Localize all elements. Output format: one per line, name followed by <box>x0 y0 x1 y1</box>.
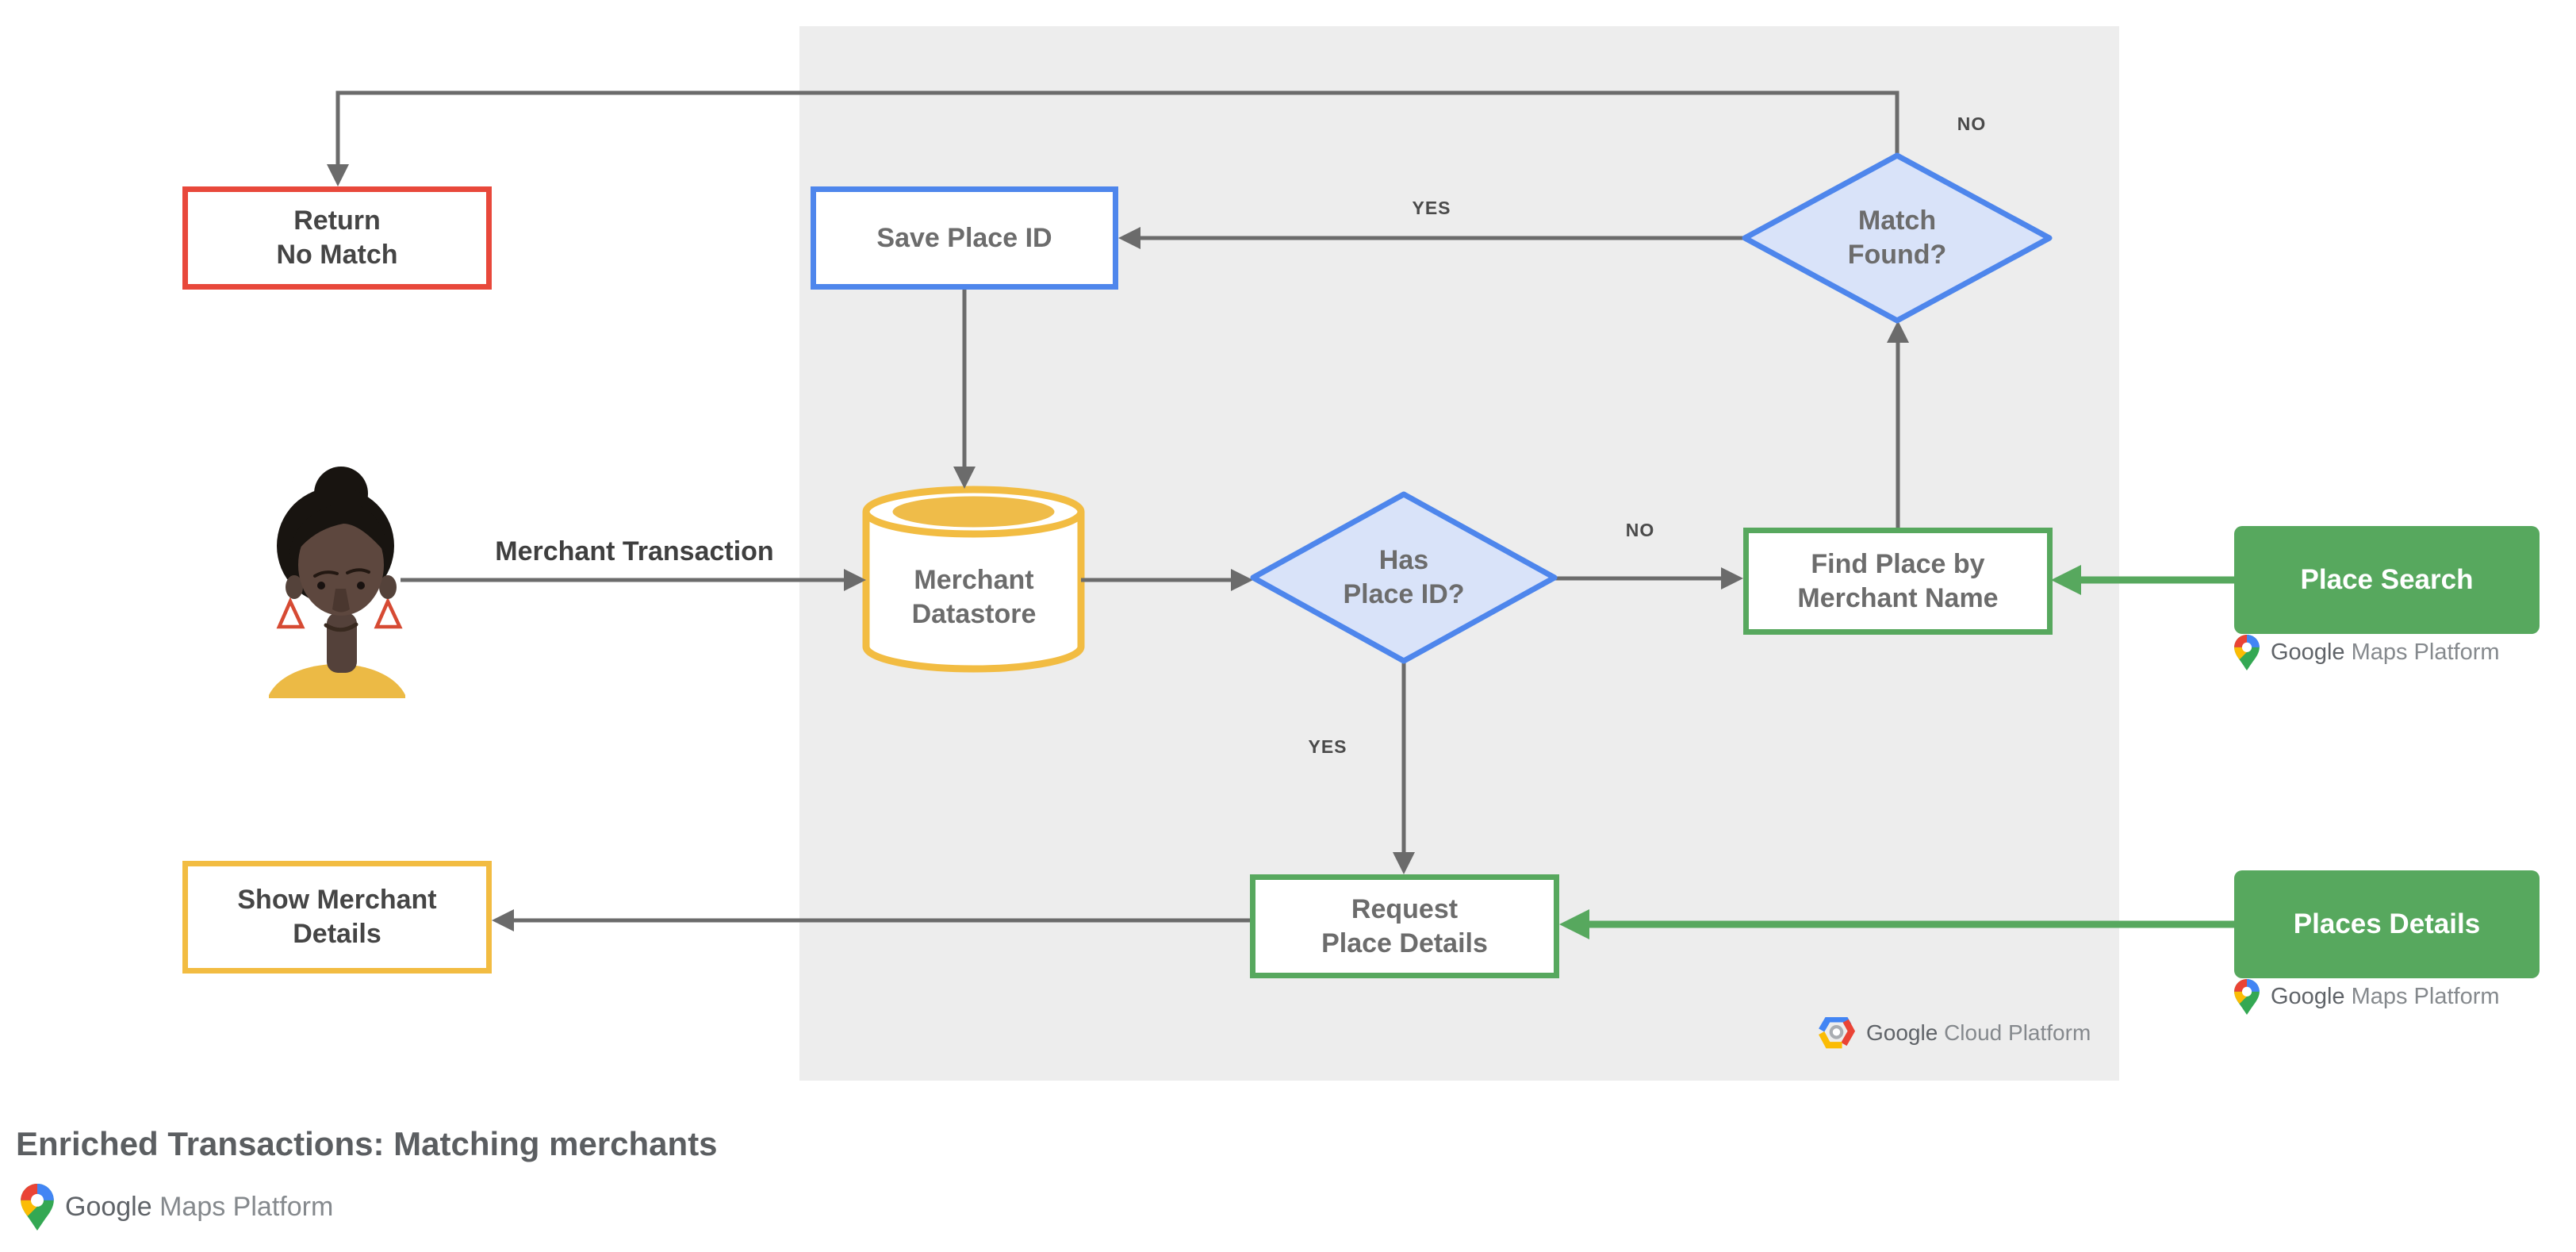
gcp-logo: Google Cloud Platform <box>1818 1017 2091 1049</box>
places-details-api-box: Places Details <box>2234 870 2540 978</box>
avatar-earring-left <box>276 597 305 629</box>
maps-pin-icon <box>2234 979 2260 1015</box>
merchant-user-avatar <box>269 467 405 698</box>
green-arrowheads <box>1559 565 2081 939</box>
cloud-hexagon-icon <box>1819 1017 1855 1049</box>
merchant-datastore-label: Merchant Datastore <box>911 565 1037 629</box>
gmp-logo-text-bold: Google <box>2271 984 2345 1009</box>
match-found-no-label: NO <box>1957 113 1987 134</box>
diagram-title: Enriched Transactions: Matching merchant… <box>16 1125 718 1162</box>
match-found-label: Match Found? <box>1847 205 1947 270</box>
avatar-ear-right <box>379 575 397 599</box>
gray-arrowheads <box>327 164 1909 931</box>
avatar-nose <box>332 589 350 613</box>
avatar-mouth <box>324 622 358 632</box>
avatar-ear-left <box>286 575 303 599</box>
has-place-id-no-label: NO <box>1625 520 1655 540</box>
avatar-neck <box>327 613 357 673</box>
has-place-id-yes-label: YES <box>1308 736 1347 757</box>
maps-pin-icon <box>21 1184 54 1231</box>
gmp-logo-text-bold: Google <box>65 1192 152 1222</box>
gmp-logo-footer: Google Maps Platform <box>21 1184 333 1231</box>
request-place-details-node: Request Place Details <box>1250 874 1559 978</box>
gmp-logo-text-bold: Google <box>2271 639 2345 665</box>
match-found-yes-label: YES <box>1412 198 1451 218</box>
edge-match-found-no <box>335 90 1899 175</box>
maps-pin-icon <box>2234 635 2260 670</box>
has-place-id-diamond <box>1250 491 1558 664</box>
gcp-logo-text-bold: Google <box>1866 1020 1938 1045</box>
has-place-id-label: Has Place ID? <box>1343 545 1465 609</box>
merchant-transaction-label: Merchant Transaction <box>495 536 774 566</box>
gmp-logo-text-rest: Maps Platform <box>151 1192 334 1222</box>
place-search-api-box: Place Search <box>2234 526 2540 634</box>
merchant-datastore-cylinder <box>862 486 1085 673</box>
show-merchant-details-node: Show Merchant Details <box>182 861 492 974</box>
avatar-fringe <box>289 502 386 560</box>
avatar-earring-right <box>374 597 403 629</box>
return-no-match-node: Return No Match <box>182 186 492 290</box>
match-found-diamond <box>1742 152 2053 324</box>
gcp-logo-text-rest: Cloud Platform <box>1938 1020 2091 1045</box>
gmp-logo-places-details: Google Maps Platform <box>2234 979 2500 1015</box>
find-place-by-merchant-name-node: Find Place by Merchant Name <box>1743 528 2053 635</box>
gmp-logo-text-rest: Maps Platform <box>2344 984 2500 1009</box>
gmp-logo-text-rest: Maps Platform <box>2344 639 2500 665</box>
avatar-shirt <box>269 664 405 698</box>
gmp-logo-place-search: Google Maps Platform <box>2234 635 2500 670</box>
avatar-face <box>298 514 384 616</box>
save-place-id-node: Save Place ID <box>811 186 1118 290</box>
